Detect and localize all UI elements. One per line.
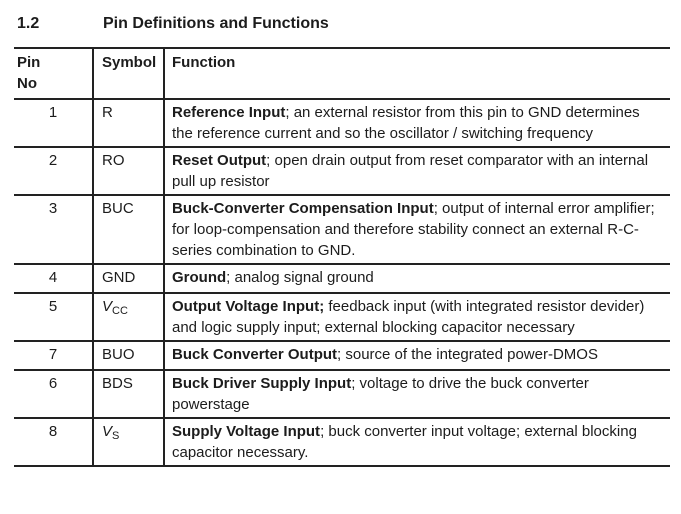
function-description: ; source of the integrated power-DMOS — [337, 346, 598, 363]
function-description: ; output of internal error amplifier; fo… — [172, 200, 655, 259]
symbol-base: RO — [102, 152, 125, 169]
pin-number-cell: 1 — [14, 99, 93, 148]
symbol-base: V — [102, 298, 113, 315]
symbol-cell: VCC — [92, 293, 164, 342]
table-row: 3 BUC Buck-Converter Compensation Input;… — [14, 195, 670, 265]
function-name: Ground — [172, 269, 227, 286]
table-row: 6 BDS Buck Driver Supply Input; voltage … — [14, 370, 670, 419]
function-cell: Reset Output; open drain output from res… — [163, 147, 670, 196]
header-pin-line1: Pin — [17, 54, 41, 71]
function-description: ; an external resistor from this pin to … — [172, 104, 640, 142]
header-cell-function: Function — [163, 48, 670, 100]
pin-number-cell: 2 — [14, 147, 93, 196]
function-description: feedback input (with integrated resistor… — [172, 298, 645, 336]
symbol-base: R — [102, 104, 113, 121]
symbol-base: BUO — [102, 346, 135, 363]
header-cell-pin-no: Pin No — [14, 48, 93, 100]
table-row: 7 BUO Buck Converter Output; source of t… — [14, 341, 670, 371]
header-pin-line2: No — [17, 75, 37, 92]
function-description: ; buck converter input voltage; external… — [172, 423, 637, 461]
function-cell: Reference Input; an external resistor fr… — [163, 99, 670, 148]
symbol-subscript: CC — [112, 305, 128, 317]
symbol-cell: RO — [92, 147, 164, 196]
symbol-cell: BDS — [92, 370, 164, 419]
function-cell: Output Voltage Input; feedback input (wi… — [163, 293, 670, 342]
function-description: ; open drain output from reset comparato… — [172, 152, 649, 190]
function-name: Buck Driver Supply Input — [172, 375, 352, 392]
pin-number: 4 — [48, 269, 58, 286]
symbol-base: V — [102, 423, 113, 440]
pin-number: 7 — [48, 346, 58, 363]
table-header-row: Pin No Symbol Function — [14, 48, 670, 100]
table-row: 2 RO Reset Output; open drain output fro… — [14, 147, 670, 196]
symbol-cell: GND — [92, 264, 164, 294]
function-name: Reset Output — [172, 152, 267, 169]
section-number: 1.2 — [17, 15, 40, 32]
function-cell: Buck Driver Supply Input; voltage to dri… — [163, 370, 670, 419]
pin-number: 5 — [48, 298, 58, 315]
function-name: Output Voltage Input; — [172, 298, 325, 315]
section-heading: 1.2 Pin Definitions and Functions — [17, 14, 670, 34]
function-name: Supply Voltage Input — [172, 423, 321, 440]
function-cell: Ground; analog signal ground — [163, 264, 670, 294]
symbol-base: BDS — [102, 375, 133, 392]
pin-number-cell: 3 — [14, 195, 93, 265]
table-row: 5 VCC Output Voltage Input; feedback inp… — [14, 293, 670, 342]
symbol-cell: BUO — [92, 341, 164, 371]
table-row: 4 GND Ground; analog signal ground — [14, 264, 670, 294]
pin-number: 8 — [48, 423, 58, 440]
pin-number-cell: 6 — [14, 370, 93, 419]
pin-number-cell: 5 — [14, 293, 93, 342]
function-name: Buck-Converter Compensation Input — [172, 200, 434, 217]
section-title: Pin Definitions and Functions — [103, 15, 329, 32]
pin-number-cell: 8 — [14, 418, 93, 467]
pin-definitions-table: Pin No Symbol Function 1 R Reference Inp… — [14, 47, 670, 467]
symbol-cell: VS — [92, 418, 164, 467]
function-cell: Buck-Converter Compensation Input; outpu… — [163, 195, 670, 265]
header-cell-symbol: Symbol — [92, 48, 164, 100]
symbol-cell: BUC — [92, 195, 164, 265]
symbol-base: GND — [102, 269, 136, 286]
function-description: ; analog signal ground — [226, 269, 374, 286]
pin-number: 6 — [48, 375, 58, 392]
symbol-subscript: S — [112, 430, 120, 442]
function-cell: Buck Converter Output; source of the int… — [163, 341, 670, 371]
table-row: 1 R Reference Input; an external resisto… — [14, 99, 670, 148]
table-row: 8 VS Supply Voltage Input; buck converte… — [14, 418, 670, 467]
pin-number-cell: 4 — [14, 264, 93, 294]
function-description: ; voltage to drive the buck converter po… — [172, 375, 589, 413]
pin-number-cell: 7 — [14, 341, 93, 371]
function-name: Reference Input — [172, 104, 286, 121]
symbol-base: BUC — [102, 200, 134, 217]
function-name: Buck Converter Output — [172, 346, 338, 363]
function-cell: Supply Voltage Input; buck converter inp… — [163, 418, 670, 467]
pin-number: 1 — [48, 104, 58, 121]
pin-number: 3 — [48, 200, 58, 217]
symbol-cell: R — [92, 99, 164, 148]
pin-number: 2 — [48, 152, 58, 169]
